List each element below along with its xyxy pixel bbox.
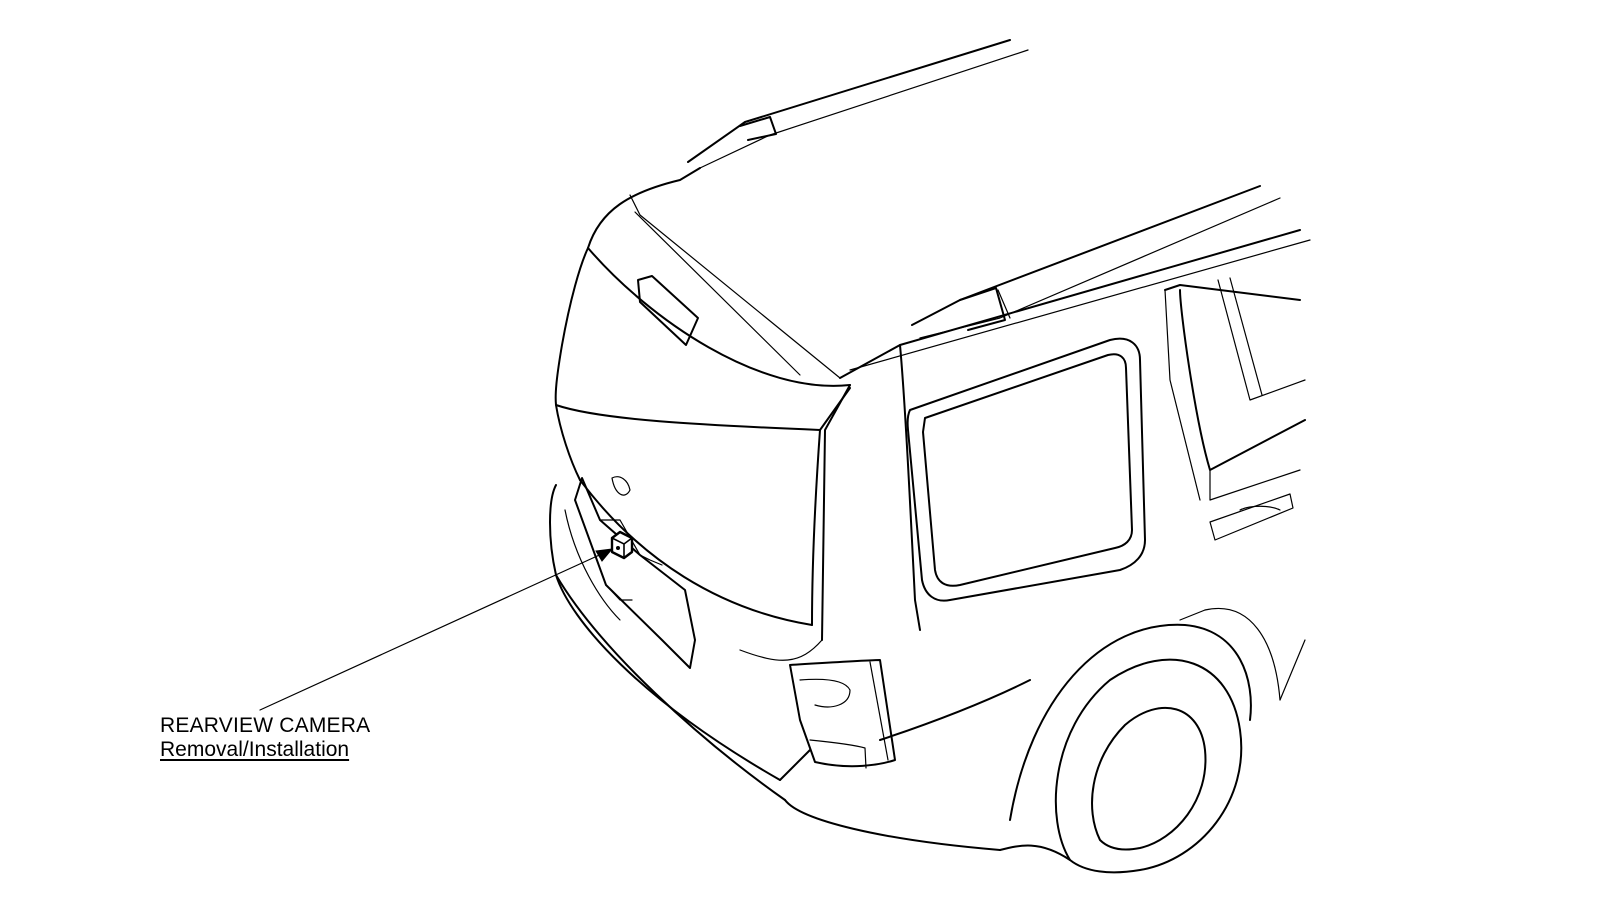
roof-rail-left (687, 39, 1029, 169)
body-side (821, 284, 1301, 641)
callout-leader-line (259, 548, 614, 711)
rear-door-window (1179, 277, 1306, 541)
tailgate-panel (555, 404, 821, 669)
taillight (789, 659, 896, 769)
tailgate-glass (554, 247, 851, 431)
rear-wheel (1009, 607, 1306, 874)
quarter-window (906, 337, 1146, 602)
rear-bumper (549, 484, 1001, 851)
rearview-camera-callout: REARVIEW CAMERA Removal/Installation (160, 714, 370, 762)
rearview-camera-icon[interactable] (610, 530, 634, 560)
roof-rail-right (911, 185, 1281, 339)
component-label: REARVIEW CAMERA (160, 714, 371, 737)
roof-panel (587, 167, 1311, 379)
removal-installation-link[interactable]: Removal/Installation (160, 738, 350, 761)
lower-body-line (739, 639, 1071, 861)
